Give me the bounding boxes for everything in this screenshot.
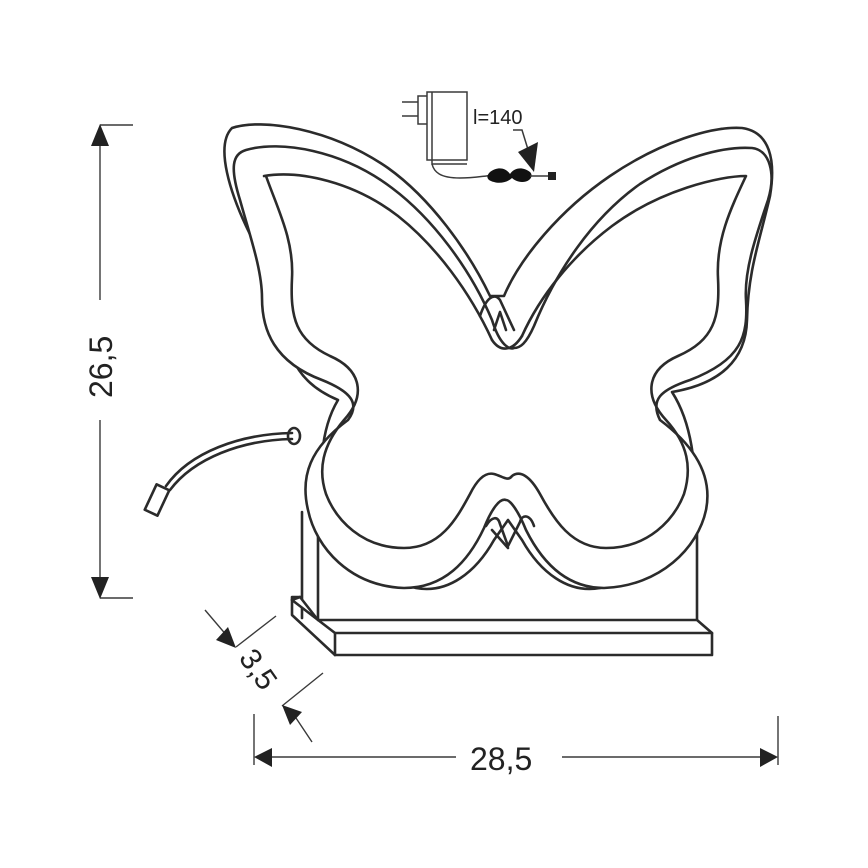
height-label: 26,5 (83, 336, 119, 398)
cable-grommet-icon (286, 426, 302, 446)
width-dimension: 28,5 (253, 714, 779, 777)
cable-plug-icon (143, 483, 171, 517)
lamp-base (290, 510, 714, 657)
depth-dimension: 3,5 (204, 609, 324, 743)
cable-length-label: l=140 (473, 107, 523, 129)
coiled-cable-icon (487, 168, 532, 183)
arrow-right-icon (760, 748, 778, 767)
arrow-down-icon (91, 577, 109, 599)
butterfly-frame (223, 123, 774, 591)
arrow-depth-out-icon (282, 705, 302, 725)
depth-label: 3,5 (232, 643, 283, 696)
arrow-depth-in-icon (216, 627, 236, 648)
width-label: 28,5 (470, 741, 532, 777)
arrow-left-icon (254, 748, 272, 767)
power-adapter: l=140 (402, 91, 556, 183)
adapter-body-icon (426, 91, 468, 161)
height-dimension: 26,5 (83, 124, 133, 599)
arrow-up-icon (91, 124, 109, 146)
side-cable (143, 426, 302, 517)
